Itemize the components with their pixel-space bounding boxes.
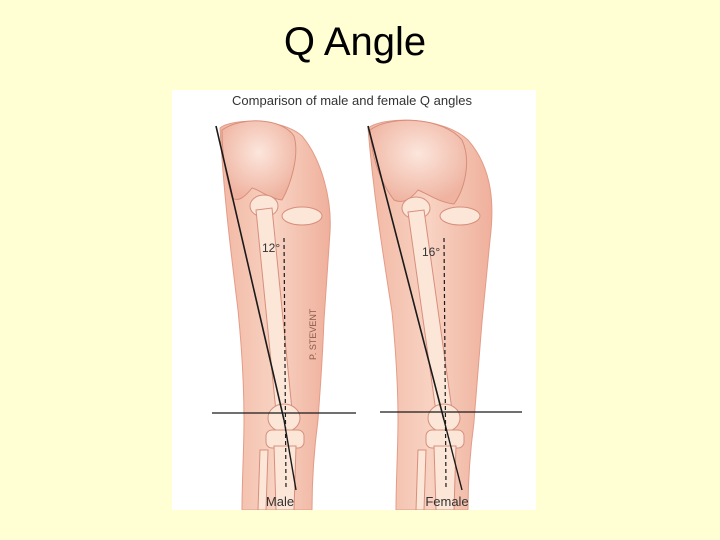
- female-angle-label: 16°: [422, 245, 440, 259]
- male-pubic-bone: [281, 206, 323, 226]
- male-patellar-line: [283, 419, 297, 491]
- female-asis-line: [367, 125, 445, 421]
- female-pubic-bone: [439, 206, 481, 226]
- female-tibia-head: [425, 429, 465, 449]
- male-label: Male: [266, 494, 294, 509]
- male-panel: 12° P. STEVENT Male: [212, 120, 356, 510]
- male-angle-label: 12°: [262, 241, 280, 255]
- male-tibia-head: [265, 429, 305, 449]
- female-label: Female: [425, 494, 468, 509]
- male-pelvis: [221, 120, 297, 201]
- slide-title: Q Angle: [283, 20, 427, 64]
- female-fibula: [415, 449, 427, 510]
- female-tibia: [433, 445, 457, 510]
- female-pelvis: [369, 119, 468, 205]
- figure-caption: Comparison of male and female Q angles: [232, 93, 472, 108]
- male-asis-line: [215, 125, 285, 421]
- q-angle-illustration: Comparison of male and female Q angles: [172, 90, 536, 510]
- female-panel: 16° Female: [367, 119, 522, 510]
- male-fibula: [257, 449, 269, 510]
- artist-signature: P. STEVENT: [308, 308, 318, 360]
- q-angle-figure-svg: Comparison of male and female Q angles: [212, 93, 522, 510]
- female-patellar-line: [443, 419, 463, 491]
